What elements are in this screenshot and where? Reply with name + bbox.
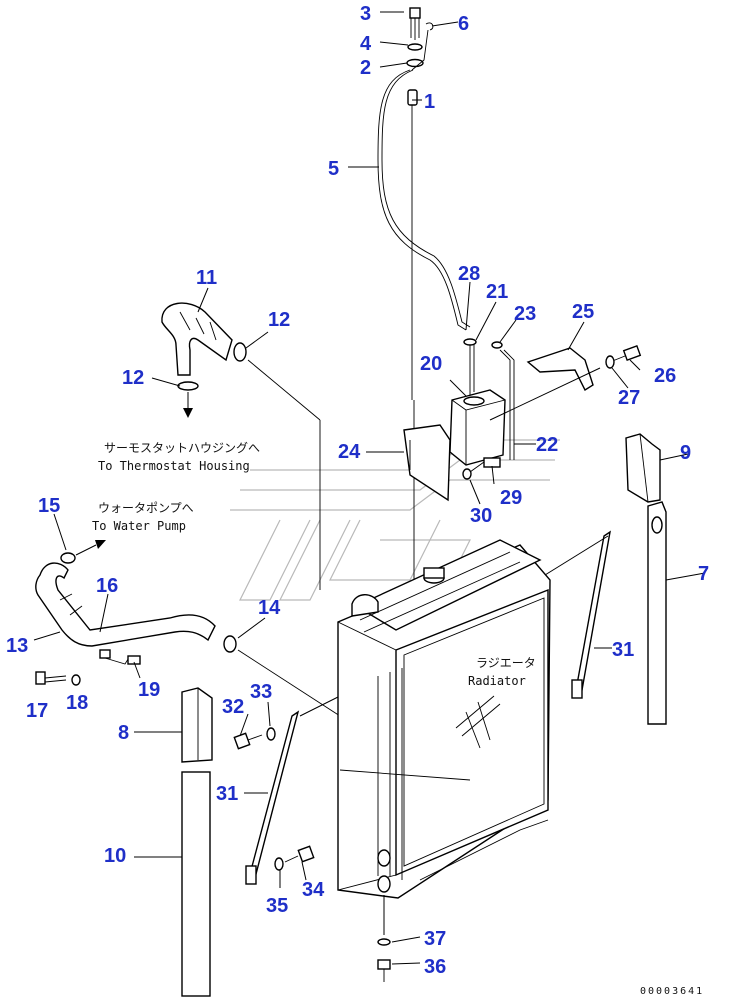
cover-9-post-7 [625,433,667,725]
callout-1: 1 [424,91,435,113]
callout-18: 18 [66,692,88,714]
callout-6: 6 [458,13,469,35]
callout-13: 13 [6,635,28,657]
callout-36: 36 [424,956,446,978]
callout-28: 28 [458,263,480,285]
callout-34: 34 [302,879,325,901]
bracket-25-assembly [489,345,642,421]
callout-15: 15 [38,495,60,517]
filler-pipe-assembly [377,7,471,600]
callout-32: 32 [222,696,244,718]
callout-2: 2 [360,57,371,79]
callout-31b: 31 [216,783,238,805]
stays-31 [245,530,611,885]
callout-numbers: 3 4 2 6 1 5 11 12 12 28 21 23 25 20 26 2… [6,3,709,978]
reserve-tank-assembly [403,338,515,502]
callout-33: 33 [250,681,272,703]
hose-13-16-assembly [35,540,341,717]
label-water-pump-en: To Water Pump [92,519,186,533]
callout-4: 4 [360,33,372,55]
callout-17: 17 [26,700,48,722]
callout-31a: 31 [612,639,634,661]
drawing-code: 00003641 [640,986,704,997]
callout-27: 27 [618,387,640,409]
callout-7: 7 [698,563,709,585]
callout-10: 10 [104,845,126,867]
cover-8-pillar-10 [181,687,213,997]
callout-24: 24 [338,441,361,463]
label-radiator-jp: ラジエータ [476,656,536,670]
hose-11-assembly [161,302,321,590]
callout-14: 14 [258,597,281,619]
leader-lines [33,11,706,965]
callout-9: 9 [680,442,691,464]
callout-37: 37 [424,928,446,950]
radiator-core [337,539,551,982]
callout-35: 35 [266,895,288,917]
callout-5: 5 [328,158,339,180]
callout-25: 25 [572,301,594,323]
callout-12a: 12 [268,309,290,331]
callout-21: 21 [486,281,508,303]
label-thermostat-en: To Thermostat Housing [98,459,250,473]
callout-3: 3 [360,3,371,25]
callout-23: 23 [514,303,536,325]
label-water-pump-jp: ウォータポンプへ [98,501,194,515]
callout-19: 19 [138,679,160,701]
callout-26: 26 [654,365,676,387]
callout-11: 11 [196,267,217,289]
callout-12b: 12 [122,367,144,389]
callout-8: 8 [118,722,129,744]
callout-29: 29 [500,487,522,509]
callout-30: 30 [470,505,492,527]
label-radiator-en: Radiator [468,674,526,688]
destination-labels: サーモスタットハウジングへ To Thermostat Housing ウォータ… [92,441,704,997]
callout-22: 22 [536,434,558,456]
callout-16: 16 [96,575,118,597]
callout-20: 20 [420,353,442,375]
label-thermostat-jp: サーモスタットハウジングへ [104,441,260,455]
